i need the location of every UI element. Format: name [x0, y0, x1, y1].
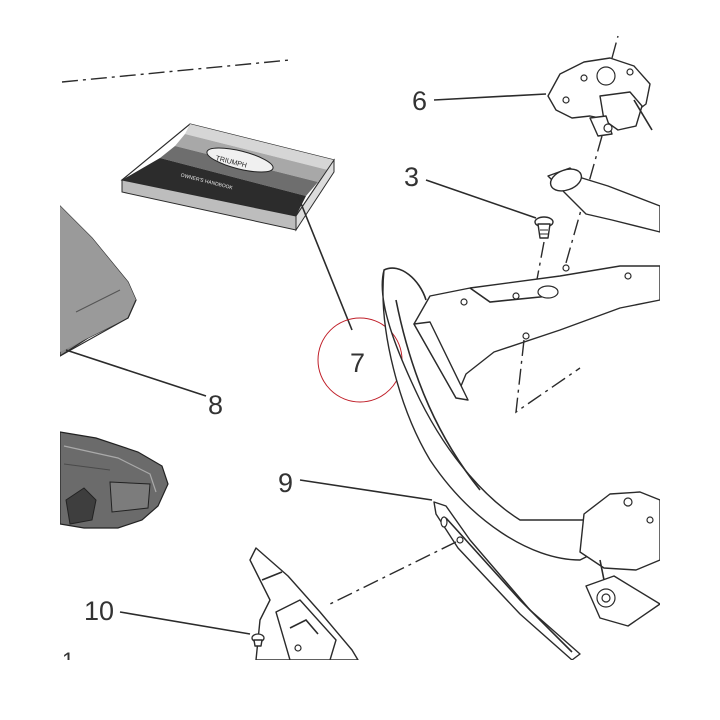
rear-subframe	[381, 167, 661, 627]
guide-line-9	[329, 541, 457, 605]
callout-3: 3	[404, 162, 419, 192]
leader-6	[433, 93, 547, 101]
part-rear-cowl	[59, 431, 169, 529]
part-6-latch	[547, 57, 653, 137]
part-7-handbook: TRIUMPH OWNER'S HANDBOOK	[120, 123, 335, 232]
leader-8	[65, 349, 207, 397]
callout-10: 10	[84, 596, 114, 626]
leader-3	[425, 179, 537, 219]
part-9-trim	[433, 501, 581, 661]
callout-6: 6	[412, 86, 427, 116]
callout-7: 7	[350, 348, 365, 378]
part-3-screw	[534, 216, 554, 239]
guide-line-top	[61, 59, 291, 83]
left-mask	[0, 0, 60, 720]
leader-9	[299, 479, 433, 501]
callout-9: 9	[278, 468, 293, 498]
part-8-panel	[59, 204, 137, 358]
bottom-mask	[0, 660, 720, 720]
leader-7	[297, 195, 353, 331]
callout-8: 8	[208, 390, 223, 420]
part-side-panel	[249, 547, 359, 661]
right-mask	[660, 0, 720, 720]
guide-line-6b	[611, 35, 619, 59]
leader-10	[119, 611, 251, 635]
part-10-fastener	[251, 633, 265, 647]
guide-line-frame	[515, 339, 581, 414]
